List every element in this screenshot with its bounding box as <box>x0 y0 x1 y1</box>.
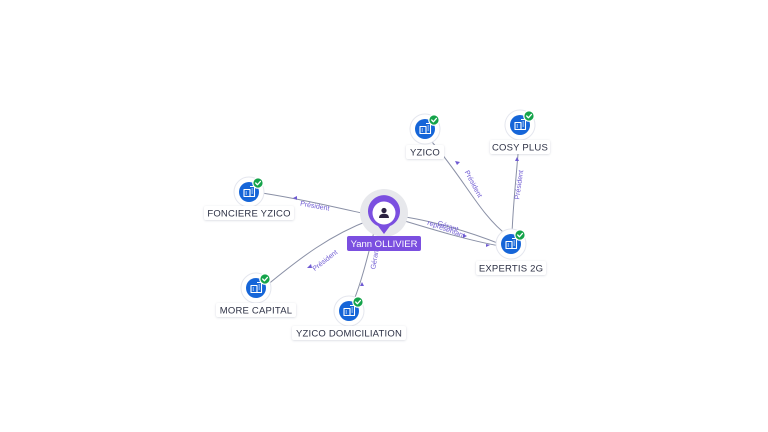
company-label-box <box>204 206 294 220</box>
arrow-icon <box>360 282 364 286</box>
edge-label: Président <box>463 170 483 199</box>
edge-expertis-cosy: Président <box>511 141 525 235</box>
edge-label: Gérant <box>370 248 381 270</box>
arrow-icon <box>486 244 490 247</box>
company-node-expertis-2g[interactable]: EXPERTIS 2G <box>476 228 546 275</box>
company-node-cosy-plus[interactable]: COSY PLUS <box>490 109 550 154</box>
arrow-icon <box>515 157 519 161</box>
arrow-icon <box>293 196 297 200</box>
edge-label: Président <box>514 170 525 200</box>
person-node-yann-ollivier[interactable]: Yann OLLIVIER <box>347 189 421 251</box>
verified-check-icon <box>352 296 364 308</box>
verified-check-icon <box>259 273 271 285</box>
company-node-yzico[interactable]: YZICO <box>406 113 444 159</box>
company-label-box <box>476 261 546 275</box>
company-label-box <box>490 140 550 154</box>
person-icon <box>379 207 389 218</box>
company-label-box <box>406 145 444 159</box>
company-node-yzico-domiciliation[interactable]: YZICO DOMICILIATION <box>292 295 406 340</box>
company-label-box <box>216 303 296 317</box>
company-name: YZICO DOMICILIATION <box>296 329 402 340</box>
company-name: YZICO <box>410 148 440 159</box>
verified-check-icon <box>523 110 535 122</box>
verified-check-icon <box>252 177 264 189</box>
verified-check-icon <box>514 229 526 241</box>
verified-check-icon <box>428 114 440 126</box>
edge-label: Président <box>312 249 340 273</box>
arrow-icon <box>307 264 312 268</box>
company-node-fonciere-yzico[interactable]: FONCIERE YZICO <box>204 176 294 220</box>
company-name: MORE CAPITAL <box>220 306 292 317</box>
arrow-icon <box>463 234 467 238</box>
edge-person-domiciliation: Gérant <box>353 227 381 301</box>
person-name: Yann OLLIVIER <box>351 239 418 250</box>
company-node-more-capital[interactable]: MORE CAPITAL <box>216 272 296 317</box>
company-name: COSY PLUS <box>492 143 548 154</box>
company-label-box <box>292 326 406 340</box>
arrow-icon <box>455 161 460 165</box>
edge-label: Président <box>300 201 330 213</box>
company-name: FONCIERE YZICO <box>207 209 290 220</box>
person-label-box <box>347 236 421 251</box>
edge-person-more: Président <box>265 219 371 287</box>
company-name: EXPERTIS 2G <box>479 264 543 275</box>
